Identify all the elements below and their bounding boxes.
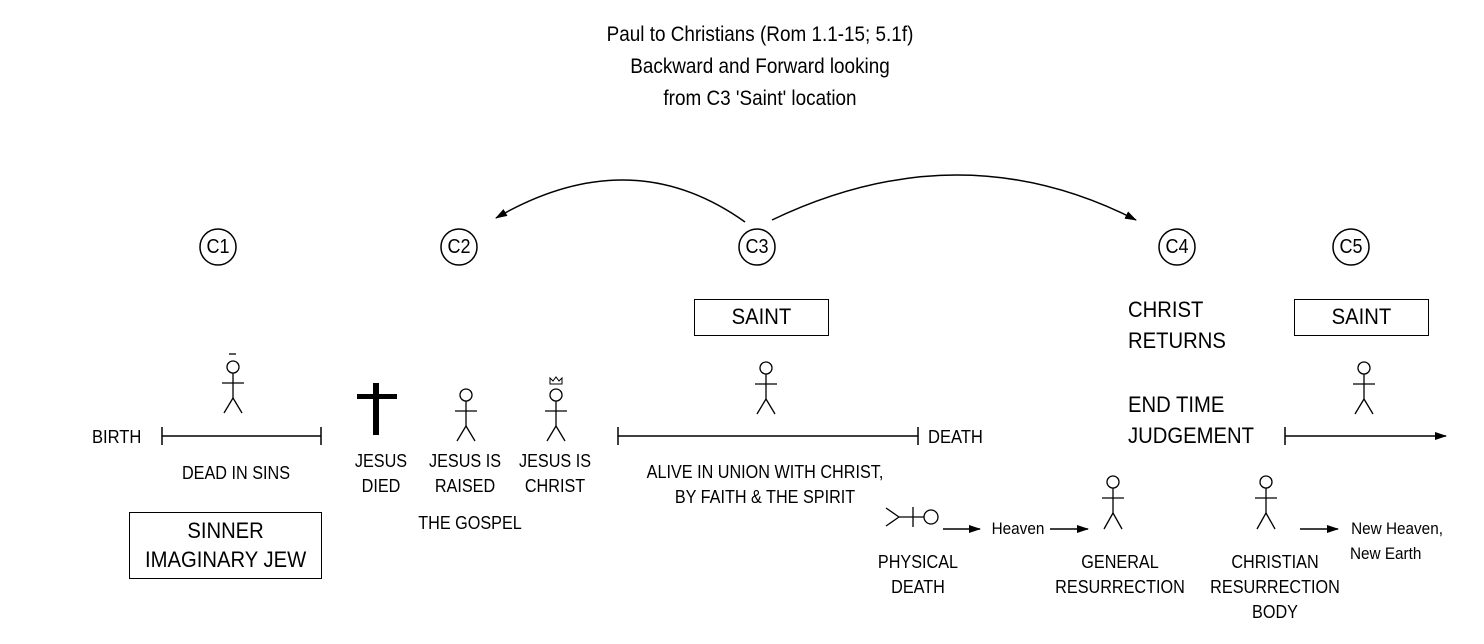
- saint-box-c5: SAINT: [1294, 299, 1429, 336]
- cross-icon: [357, 383, 397, 435]
- new-heaven-line-1: New Heaven,: [1351, 519, 1443, 538]
- alive-in-union-line-2: BY FAITH & THE SPIRIT: [674, 487, 856, 507]
- new-heaven-line-2: New Earth: [1349, 544, 1422, 563]
- christian-resurrection-line-2: RESURRECTION: [1210, 577, 1340, 597]
- christ-returns-line-2: RETURNS: [1128, 328, 1226, 353]
- person-lying-dead-figure: [885, 507, 939, 527]
- person-jesus-raised-figure: [455, 388, 477, 442]
- person-saint-c3-figure: [755, 361, 777, 415]
- birth-label: BIRTH: [92, 427, 142, 447]
- alive-in-union-line-1: ALIVE IN UNION WITH CHRIST,: [646, 462, 884, 482]
- christian-resurrection-line-1: CHRISTIAN: [1231, 552, 1319, 572]
- person-saint-c5-figure: [1353, 361, 1375, 415]
- stage-c3-circle: [738, 228, 776, 266]
- heaven-label: Heaven: [991, 519, 1045, 538]
- jesus-christ-line-1: JESUS IS: [518, 451, 592, 471]
- title-line-2: Backward and Forward looking: [630, 55, 890, 78]
- person-christian-resurrection-figure: [1255, 475, 1277, 530]
- backward-arc-arrow: [495, 179, 746, 223]
- stage-c4-label: C4: [1165, 236, 1189, 258]
- forward-arc-arrow: [771, 174, 1137, 221]
- title-line-1: Paul to Christians (Rom 1.1-15; 5.1f): [606, 23, 914, 46]
- sinner-box-line-2: IMAGINARY JEW: [144, 546, 307, 572]
- end-time-judgement-line-2: JUDGEMENT: [1128, 423, 1254, 448]
- stage-c3-label: C3: [745, 236, 769, 258]
- jesus-raised-line-1: JESUS IS: [428, 451, 502, 471]
- christ-returns-line-1: CHRIST: [1128, 297, 1204, 322]
- person-general-resurrection-figure: [1102, 475, 1124, 530]
- physical-death-line-1: PHYSICAL: [877, 552, 959, 572]
- title-line-3: from C3 'Saint' location: [663, 87, 857, 110]
- person-sinner-figure: [222, 353, 244, 414]
- dead-in-sins-label: DEAD IN SINS: [181, 463, 291, 483]
- stage-c5-circle: [1332, 228, 1370, 266]
- saint-box-c5-label: SAINT: [1331, 304, 1392, 330]
- stage-c5-label: C5: [1339, 236, 1363, 258]
- general-resurrection-line-1: GENERAL: [1081, 552, 1159, 572]
- stage-c1-circle: [199, 228, 237, 266]
- stage-c2-label: C2: [447, 236, 471, 258]
- stage-c2-circle: [440, 228, 478, 266]
- christian-resurrection-line-3: BODY: [1252, 602, 1298, 622]
- person-jesus-christ-crowned-figure: [545, 376, 567, 442]
- the-gospel-caption: THE GOSPEL: [418, 513, 522, 533]
- sinner-box-line-1: SINNER: [187, 518, 264, 544]
- death-label: DEATH: [928, 427, 983, 447]
- physical-death-line-2: DEATH: [891, 577, 945, 597]
- stage-c1-label: C1: [206, 236, 230, 258]
- sinner-box: SINNER IMAGINARY JEW: [129, 512, 322, 579]
- jesus-died-line-1: JESUS: [354, 451, 408, 471]
- general-resurrection-line-2: RESURRECTION: [1055, 577, 1185, 597]
- jesus-christ-line-2: CHRIST: [524, 476, 586, 496]
- end-time-judgement-line-1: END TIME: [1128, 392, 1225, 417]
- timeline-c5: [1284, 427, 1447, 445]
- saint-box-c3-label: SAINT: [731, 304, 792, 330]
- jesus-died-line-2: DIED: [361, 476, 401, 496]
- timeline-c1: [161, 427, 322, 445]
- jesus-raised-line-2: RAISED: [434, 476, 496, 496]
- stage-c4-circle: [1158, 228, 1196, 266]
- saint-box-c3: SAINT: [694, 299, 829, 336]
- timeline-c3: [617, 427, 919, 445]
